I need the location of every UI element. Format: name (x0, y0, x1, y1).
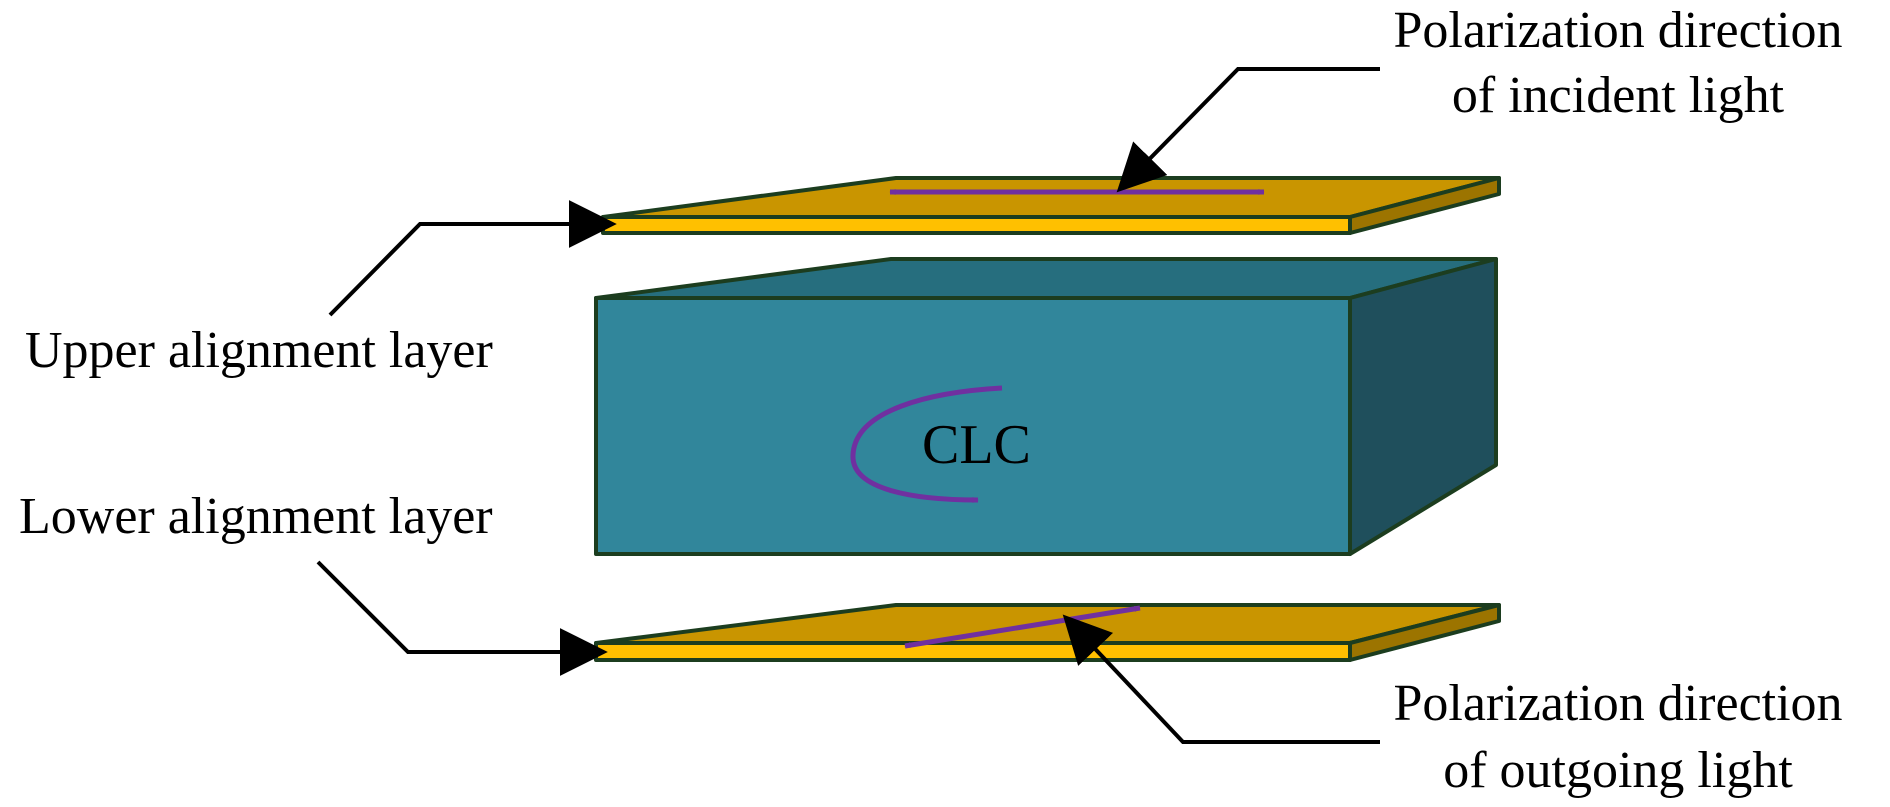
lower-alignment-layer (594, 603, 1501, 662)
helical-twist-arrow (850, 385, 1003, 503)
clc-top-face (594, 257, 1498, 300)
clc-front-face (594, 296, 1352, 556)
clc-side-face (1348, 257, 1498, 556)
lower-layer-label: Lower alignment layer (19, 488, 493, 545)
incident-label-line-2: of incident light (1452, 67, 1785, 124)
upper-layer-front-face (601, 215, 1352, 235)
upper-layer-leader (328, 200, 617, 317)
incident-leader (1116, 67, 1380, 193)
incident-label-line-1: Polarization direction (1393, 2, 1842, 59)
lower-layer-front-face (594, 641, 1352, 662)
clc-label: CLC (922, 414, 1031, 476)
outgoing-label-line-1: Polarization direction (1393, 675, 1842, 732)
clc-block: CLC (594, 257, 1498, 556)
upper-layer-label: Upper alignment layer (25, 322, 493, 379)
outgoing-leader (1062, 614, 1380, 744)
outgoing-polarization-arrow (904, 605, 1141, 649)
lower-layer-leader (316, 560, 608, 676)
upper-alignment-layer (601, 176, 1501, 235)
outgoing-label-line-2: of outgoing light (1443, 742, 1793, 799)
